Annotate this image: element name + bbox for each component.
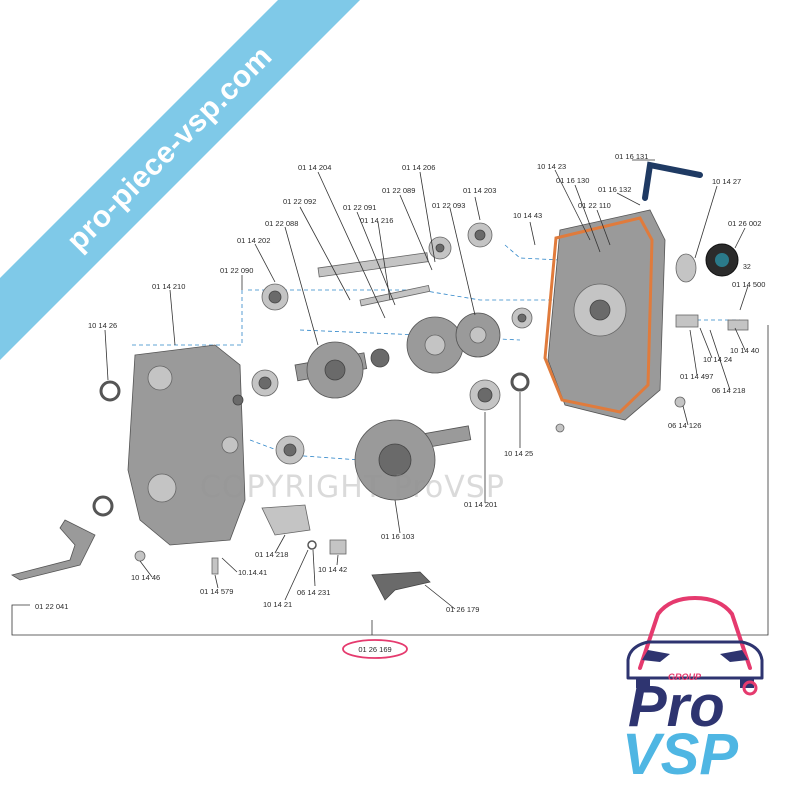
part-label: 10 14 21 — [263, 600, 292, 609]
seal-ring — [510, 372, 530, 392]
left-housing — [127, 344, 246, 546]
lower-brackets — [10, 504, 431, 601]
part-label: 10 14 42 — [318, 565, 347, 574]
part-label: 01 14 497 — [680, 372, 713, 381]
part-label: 06 14 231 — [297, 588, 330, 597]
part-label: 01 26 179 — [446, 605, 479, 614]
assembly-callout: 01 26 169 — [342, 639, 408, 659]
part-label: 06 14 126 — [668, 421, 701, 430]
assembly-label: 01 26 169 — [358, 645, 391, 654]
part-label: 01 14 206 — [402, 163, 435, 172]
part-labels: 01 14 204 01 14 206 01 22 092 01 22 091 … — [35, 152, 765, 614]
part-label: 01 16 103 — [381, 532, 414, 541]
gears — [306, 312, 501, 501]
part-label: 01 14 579 — [200, 587, 233, 596]
part-label: 01 14 201 — [464, 500, 497, 509]
part-label: 32 — [743, 264, 751, 271]
part-label: 01 14 203 — [463, 186, 496, 195]
logo-dot-icon — [742, 680, 758, 696]
part-label: 10 14 24 — [703, 355, 732, 364]
part-label: 01 22 093 — [432, 201, 465, 210]
part-label: 01 22 090 — [220, 266, 253, 275]
provsp-logo: GROUP Pro VSP — [622, 595, 764, 780]
part-label: 06 14 218 — [712, 386, 745, 395]
right-side-parts — [555, 161, 749, 433]
seal-ring — [99, 380, 121, 402]
part-label: 10 14 23 — [537, 162, 566, 171]
part-label: 10.14.41 — [238, 568, 267, 577]
part-label: 10 14 46 — [131, 573, 160, 582]
part-label: 01 14 218 — [255, 550, 288, 559]
part-label: 10 14 43 — [513, 211, 542, 220]
part-label: 01 16 131 — [615, 152, 648, 161]
logo-pro-text: Pro — [628, 674, 725, 739]
part-label: 10 14 27 — [712, 177, 741, 186]
part-label: 10 14 25 — [504, 449, 533, 458]
part-label: 01 26 002 — [728, 219, 761, 228]
logo-group-text: GROUP — [668, 672, 702, 682]
seal-ring — [92, 495, 114, 517]
part-label: 10 14 40 — [730, 346, 759, 355]
part-label: 01 22 092 — [283, 197, 316, 206]
part-label: 01 16 132 — [598, 185, 631, 194]
right-housing — [543, 209, 666, 421]
part-label: 01 14 202 — [237, 236, 270, 245]
part-label: 01 22 091 — [343, 203, 376, 212]
part-label: 01 14 500 — [732, 280, 765, 289]
part-label: 01 22 088 — [265, 219, 298, 228]
copyright-watermark: COPYRIGHT ProVSP — [200, 470, 505, 505]
part-label: 01 14 216 — [360, 216, 393, 225]
part-label: 01 22 089 — [382, 186, 415, 195]
part-label: 01 22 041 — [35, 602, 68, 611]
logo-vsp-text: VSP — [622, 722, 738, 780]
part-label: 01 14 204 — [298, 163, 331, 172]
part-label: 01 14 210 — [152, 282, 185, 291]
part-label: 33 — [727, 264, 735, 271]
leader-lines — [11, 159, 769, 636]
part-label: 01 16 130 — [556, 176, 589, 185]
bearings — [251, 222, 533, 465]
part-label: 01 22 110 — [578, 201, 611, 210]
part-label: 10 14 26 — [88, 321, 117, 330]
